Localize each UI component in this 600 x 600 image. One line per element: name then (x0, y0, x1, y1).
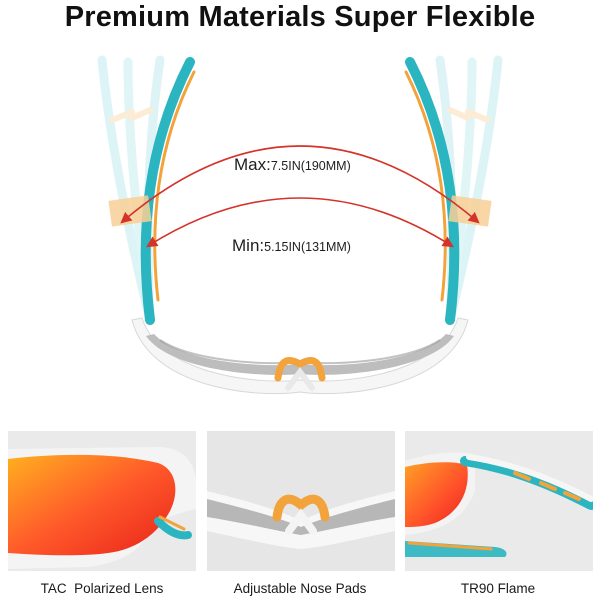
caption-polarized-lens: TAC Polarized Lens (40, 581, 164, 596)
min-value: 5.15IN(131MM) (264, 240, 351, 254)
min-measurement-label: Min:5.15IN(131MM) (232, 236, 351, 256)
nose-pad (274, 357, 326, 391)
caption-nose-pads: Adjustable Nose Pads (233, 581, 367, 596)
min-prefix: Min: (232, 236, 265, 255)
feature-panel-lens (8, 431, 196, 571)
max-prefix: Max: (234, 155, 271, 174)
max-measurement-label: Max:7.5IN(190MM) (234, 155, 351, 175)
min-width-arc (146, 197, 454, 248)
nose-pads-image (207, 431, 395, 571)
headline: Premium Materials Super Flexible (64, 1, 536, 33)
max-width-arc (120, 145, 480, 224)
max-value: 7.5IN(190MM) (270, 159, 351, 173)
polarized-lens-image (8, 447, 196, 569)
feature-panel-frame (405, 431, 593, 571)
tr90-frame-image (405, 452, 593, 557)
caption-tr90-frame: TR90 Flame (460, 581, 536, 596)
hero-illustration: Max:7.5IN(190MM) Min:5.15IN(131MM) (0, 36, 600, 420)
front-frame (131, 317, 469, 395)
feature-panel-nose-pads (207, 431, 395, 571)
glasses-top-view (97, 55, 503, 395)
